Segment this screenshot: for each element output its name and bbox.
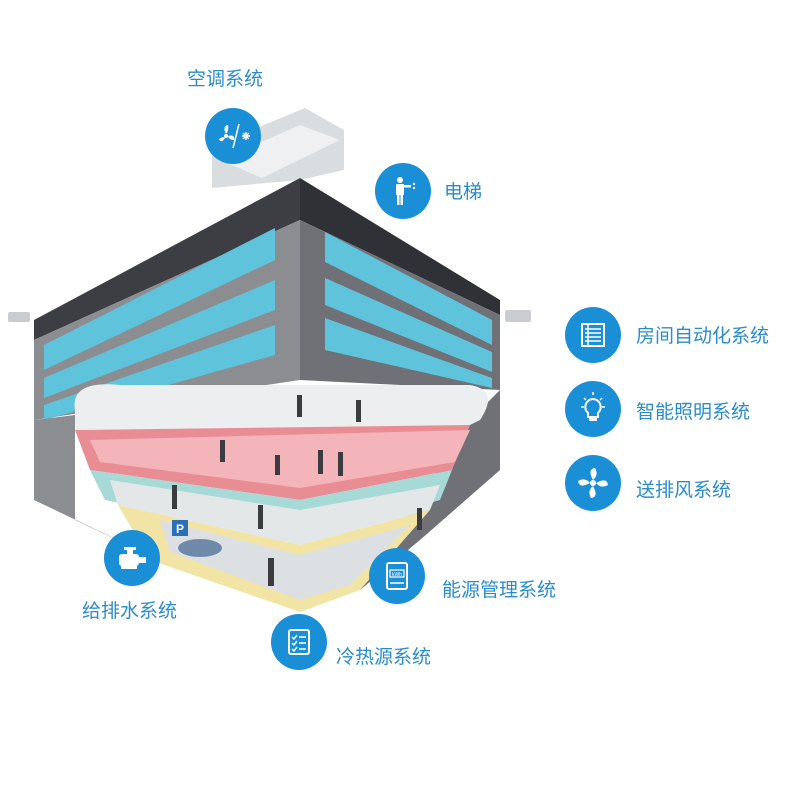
energy-management-badge[interactable]: kWh — [369, 548, 425, 604]
air-conditioning-label: 空调系统 — [187, 68, 264, 90]
fan-icon — [578, 468, 608, 498]
elevator-badge[interactable] — [375, 163, 431, 219]
room-panel-icon — [581, 323, 605, 347]
air-conditioning-badge[interactable] — [205, 108, 261, 164]
fan-snowflake-icon — [219, 123, 250, 149]
meter-unit: kWh — [392, 572, 402, 578]
room-automation-label: 房间自动化系统 — [636, 325, 770, 347]
water-supply-label: 给排水系统 — [82, 600, 178, 622]
cooling-heating-badge[interactable] — [271, 614, 327, 670]
ventilation-label: 送排风系统 — [636, 479, 732, 501]
water-pump-icon — [119, 547, 146, 569]
cooling-heating-label: 冷热源系统 — [336, 646, 432, 668]
room-automation-badge[interactable] — [565, 307, 621, 363]
energy-management-label: 能源管理系统 — [442, 579, 557, 601]
elevator-label: 电梯 — [444, 181, 483, 203]
ventilation-badge[interactable] — [565, 455, 621, 511]
parking-sign: P — [176, 522, 184, 536]
smart-lighting-label: 智能照明系统 — [636, 401, 751, 423]
lightbulb-icon — [581, 392, 605, 421]
water-supply-badge[interactable] — [104, 530, 160, 586]
checklist-icon — [288, 629, 310, 655]
kwh-meter-icon: kWh — [386, 562, 408, 590]
smart-lighting-badge[interactable] — [565, 381, 621, 437]
person-elevator-icon — [396, 177, 416, 205]
